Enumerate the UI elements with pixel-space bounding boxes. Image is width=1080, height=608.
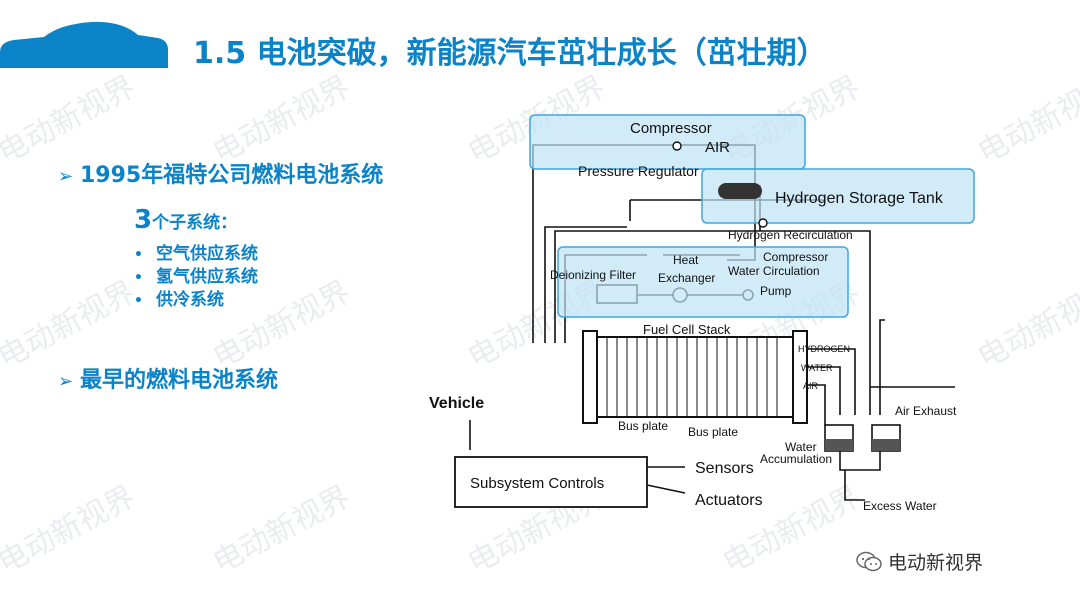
list-item-text: 氢气供应系统 (156, 267, 258, 287)
label-heat: Heat (673, 253, 699, 267)
label-water-accumulation-2: Accumulation (760, 452, 832, 466)
label-hydrogen: HYDROGEN (798, 344, 850, 354)
brand-footer: 电动新视界 (856, 548, 983, 575)
label-fuel-cell-stack: Fuel Cell Stack (643, 322, 731, 337)
label-water-circulation: Water Circulation (728, 264, 820, 278)
subsystem-list: • 空气供应系统 • 氢气供应系统 • 供冷系统 (134, 243, 258, 312)
fuel-cell-system-diagram: Compressor AIR Pressure Regulator Hydrog… (429, 114, 975, 513)
label-exchanger: Exchanger (658, 271, 715, 285)
wechat-icon (856, 551, 882, 571)
brand-name: 电动新视界 (888, 552, 984, 574)
bullet-ford-1995: ➢ 1995年福特公司燃料电池系统 (58, 157, 383, 189)
label-pressure-regulator: Pressure Regulator (578, 163, 699, 179)
label-air-out: AIR (803, 381, 819, 391)
valve-icon (758, 218, 768, 228)
watermark: 电动新视界 (0, 69, 142, 171)
label-bus-plate-1: Bus plate (618, 419, 668, 433)
bullet-text: 最早的燃料电池系统 (80, 368, 279, 393)
label-compressor: Compressor (630, 120, 712, 137)
arrow-bullet-icon: ➢ (58, 371, 74, 392)
dot-bullet-icon: • (134, 293, 143, 309)
label-bus-plate-2: Bus plate (688, 425, 738, 439)
subsystem-heading: 3个子系统： (134, 205, 237, 235)
subsystem-suffix: 个子系统： (152, 213, 238, 233)
dot-bullet-icon: • (134, 270, 143, 286)
title-banner-shape (0, 21, 168, 68)
label-deionizing-filter: Deionizing Filter (550, 268, 636, 282)
label-subsystem-controls: Subsystem Controls (470, 475, 604, 492)
subsystem-controls-box (454, 456, 648, 508)
list-item: • 供冷系统 (134, 289, 258, 312)
watermark: 电动新视界 (0, 479, 142, 581)
label-water: WATER (801, 363, 833, 373)
highlight-cooling (557, 246, 849, 318)
label-pump: Pump (760, 284, 792, 298)
label-hydrogen-recirculation: Hydrogen Recirculation (728, 228, 853, 242)
label-hydrogen-tank: Hydrogen Storage Tank (775, 190, 944, 207)
bullet-earliest-system: ➢ 最早的燃料电池系统 (58, 362, 278, 394)
label-air: AIR (705, 139, 730, 156)
label-actuators: Actuators (695, 492, 763, 509)
watermark: 电动新视界 (207, 479, 357, 581)
page-title: 1.5 电池突破，新能源汽车茁壮成长（茁壮期） (193, 36, 827, 71)
label-vehicle: Vehicle (429, 395, 484, 412)
subsystem-count: 3 (134, 205, 153, 235)
label-compressor-2: Compressor (763, 250, 828, 264)
dot-bullet-icon: • (134, 247, 143, 263)
arrow-bullet-icon: ➢ (58, 166, 74, 187)
hydrogen-tank-icon (718, 183, 762, 199)
highlight-air-supply (529, 114, 806, 170)
watermark: 电动新视界 (0, 274, 142, 376)
label-sensors: Sensors (695, 460, 754, 477)
valve-icon (672, 141, 682, 151)
highlight-hydrogen-supply (701, 168, 975, 224)
fuel-cell-stack (594, 336, 796, 418)
list-item-text: 供冷系统 (156, 290, 224, 310)
list-item: • 氢气供应系统 (134, 266, 258, 289)
label-excess-water: Excess Water (863, 499, 937, 513)
label-water-accumulation-1: Water (785, 440, 817, 454)
bullet-text: 1995年福特公司燃料电池系统 (80, 163, 384, 188)
list-item: • 空气供应系统 (134, 243, 258, 266)
list-item-text: 空气供应系统 (156, 244, 258, 264)
label-air-exhaust: Air Exhaust (895, 404, 957, 418)
watermark: 电动新视界 (207, 69, 357, 171)
